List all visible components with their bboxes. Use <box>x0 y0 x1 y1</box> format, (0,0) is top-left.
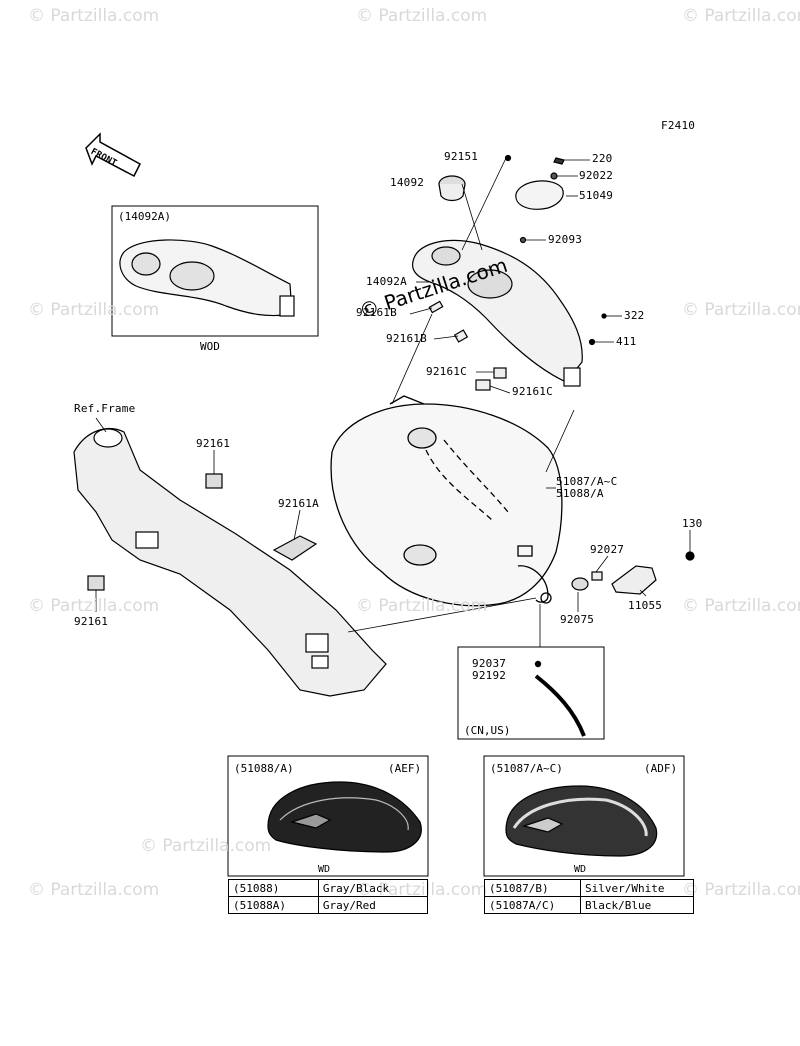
color-name-cell: Gray/Black <box>317 879 429 897</box>
part-label-92161-2[interactable]: 92161 <box>74 615 109 628</box>
aef-color-table: (51088) Gray/Black (51088A) Gray/Red <box>228 879 429 914</box>
watermark-text: © Partzilla.com <box>682 880 800 900</box>
part-label-14092[interactable]: 14092 <box>390 176 425 189</box>
adf-color-table: (51087/B) Silver/White (51087A/C) Black/… <box>483 879 694 914</box>
part-label-92192[interactable]: 92192 <box>472 669 507 682</box>
wod-tank-cover-drawing <box>119 239 295 317</box>
part-label-411[interactable]: 411 <box>616 335 637 348</box>
front-arrow-icon <box>85 132 141 178</box>
tank-cover-assembly-drawing <box>411 154 607 391</box>
aef-box <box>227 755 429 877</box>
wod-box-code: (14092A) <box>118 210 171 223</box>
fuel-tank-drawing <box>330 395 563 607</box>
part-label-51087[interactable]: 51087/A~C <box>556 475 618 488</box>
cn-us-box <box>457 646 605 740</box>
watermark-text: © Partzilla.com <box>682 596 800 616</box>
aef-box-code: (51088/A) <box>234 762 294 775</box>
wod-box-caption: WOD <box>200 340 220 353</box>
adf-box-market: (ADF) <box>644 762 678 775</box>
color-name-cell: Silver/White <box>580 879 694 897</box>
part-label-130[interactable]: 130 <box>682 517 703 530</box>
color-name-cell: Black/Blue <box>580 896 694 914</box>
adf-box-code: (51087/A~C) <box>490 762 563 775</box>
table-row: (51087A/C) Black/Blue <box>483 896 694 914</box>
part-label-51088[interactable]: 51088/A <box>556 487 604 500</box>
breather-hose-drawing <box>534 660 586 737</box>
watermark-text: © Partzilla.com <box>682 300 800 320</box>
part-label-92075[interactable]: 92075 <box>560 613 595 626</box>
table-row: (51088) Gray/Black <box>228 879 429 897</box>
color-code-cell: (51087/B) <box>483 879 582 897</box>
part-label-92161b-1[interactable]: 92161B <box>356 306 397 319</box>
color-code-cell: (51088) <box>228 879 319 897</box>
watermark-text: © Partzilla.com <box>28 300 160 320</box>
part-label-92161a[interactable]: 92161A <box>278 497 319 510</box>
table-row: (51087/B) Silver/White <box>483 879 694 897</box>
adf-tank-drawing <box>505 785 658 857</box>
frame-drawing <box>73 428 387 697</box>
tank-bracket-drawing <box>571 551 695 595</box>
part-label-92027[interactable]: 92027 <box>590 543 625 556</box>
part-label-92093[interactable]: 92093 <box>548 233 583 246</box>
table-row: (51088A) Gray/Red <box>228 896 429 914</box>
watermark-text: © Partzilla.com <box>682 6 800 26</box>
aef-box-market: (AEF) <box>388 762 422 775</box>
watermark-text: © Partzilla.com <box>140 836 272 856</box>
aef-tank-drawing <box>267 781 422 853</box>
adf-box-caption: WD <box>574 864 587 875</box>
watermark-text: © Partzilla.com <box>28 880 160 900</box>
part-label-92161b-2[interactable]: 92161B <box>386 332 427 345</box>
part-label-92161c-2[interactable]: 92161C <box>512 385 553 398</box>
part-label-322[interactable]: 322 <box>624 309 645 322</box>
part-label-92161c-1[interactable]: 92161C <box>426 365 467 378</box>
part-label-92151[interactable]: 92151 <box>444 150 479 163</box>
color-name-cell: Gray/Red <box>317 896 429 914</box>
color-code-cell: (51087A/C) <box>483 896 582 914</box>
part-label-14092a[interactable]: 14092A <box>366 275 407 288</box>
color-code-cell: (51088A) <box>228 896 319 914</box>
part-label-51049[interactable]: 51049 <box>579 189 614 202</box>
adf-box <box>483 755 685 877</box>
figure-code: F2410 <box>661 119 696 132</box>
part-label-92037[interactable]: 92037 <box>472 657 507 670</box>
wod-box <box>111 205 319 337</box>
cn-us-box-caption: (CN,US) <box>464 724 511 737</box>
watermark-text: © Partzilla.com <box>28 6 160 26</box>
watermark-text: © Partzilla.com <box>356 596 488 616</box>
part-label-11055[interactable]: 11055 <box>628 599 663 612</box>
part-label-92161-1[interactable]: 92161 <box>196 437 231 450</box>
ref-frame-label: Ref.Frame <box>74 402 136 415</box>
leader-lines <box>95 157 691 647</box>
part-label-92022[interactable]: 92022 <box>579 169 614 182</box>
aef-box-caption: WD <box>318 864 331 875</box>
watermark-text: © Partzilla.com <box>356 6 488 26</box>
watermark-text: © Partzilla.com <box>28 596 160 616</box>
part-label-220[interactable]: 220 <box>592 152 613 165</box>
